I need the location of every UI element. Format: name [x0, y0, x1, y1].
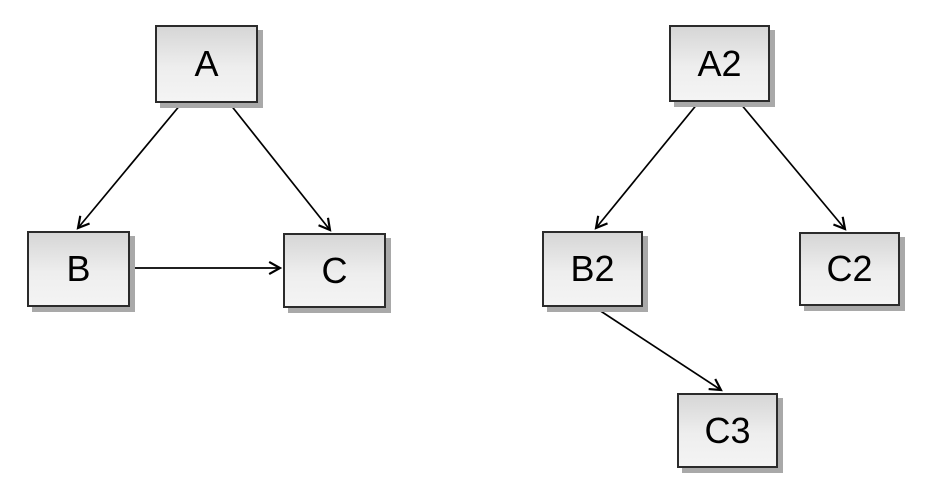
node-A-label: A: [194, 43, 219, 84]
node-C3[interactable]: C3: [677, 393, 778, 468]
node-A2-label: A2: [697, 42, 742, 84]
node-C-label: C: [321, 249, 348, 291]
node-B-label: B: [66, 248, 91, 289]
node-A2[interactable]: A2: [669, 25, 770, 102]
edge-B2-to-C3[interactable]: [595, 307, 723, 392]
node-B2-label: B2: [570, 248, 615, 289]
edge-A2-to-B2[interactable]: [594, 102, 699, 230]
edge-A2-to-C2[interactable]: [739, 102, 847, 231]
node-B[interactable]: B: [27, 231, 130, 307]
node-C2-label: C2: [826, 248, 873, 289]
node-B2[interactable]: B2: [542, 231, 643, 307]
node-C[interactable]: C: [283, 233, 386, 308]
node-C2[interactable]: C2: [799, 232, 900, 306]
node-A[interactable]: A: [155, 25, 258, 103]
node-C3-label: C3: [704, 409, 751, 451]
edge-A-to-C[interactable]: [229, 103, 332, 232]
edge-A-to-B[interactable]: [76, 103, 182, 230]
